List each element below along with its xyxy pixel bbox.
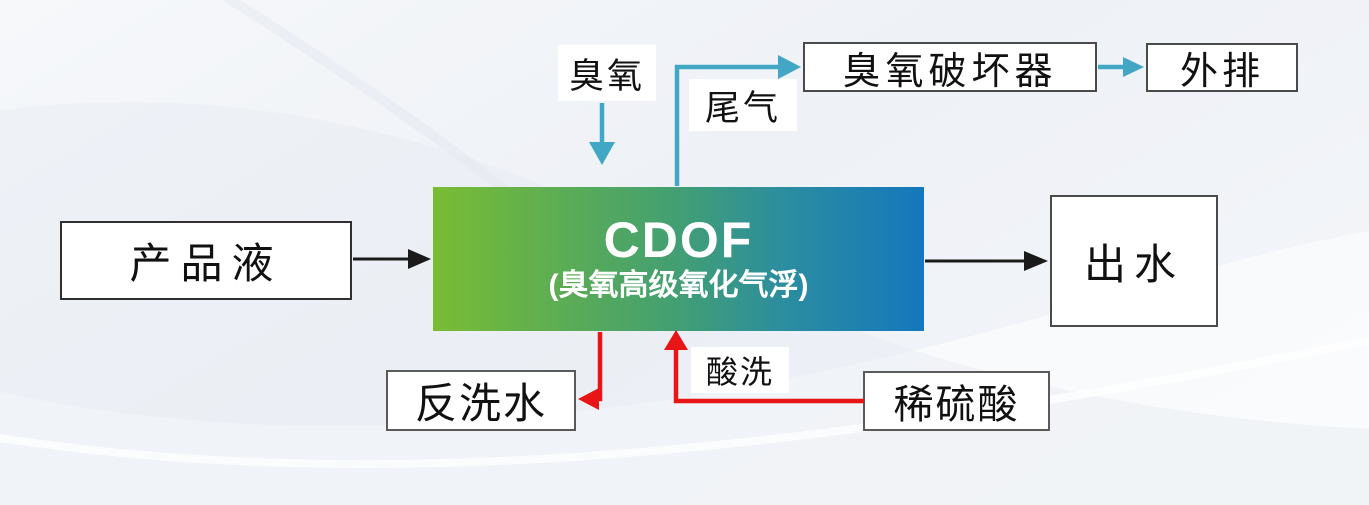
background-wave-shape: [0, 231, 1369, 505]
node-dilute-sulfuric-acid-label: 稀硫酸: [893, 382, 1020, 427]
node-ozone-destructor[interactable]: 臭氧破坏器: [803, 42, 1097, 93]
node-product-liquid-label: 产品液: [129, 242, 283, 288]
node-dilute-sulfuric-acid[interactable]: 稀硫酸: [863, 371, 1050, 431]
flow-label-tail-gas-text: 尾气: [704, 88, 781, 128]
flow-label-ozone: 臭氧: [558, 45, 656, 101]
background-wave-line: [0, 336, 1369, 469]
node-effluent-label: 出水: [1083, 242, 1184, 289]
node-discharge[interactable]: 外排: [1146, 43, 1298, 93]
node-backwash-water[interactable]: 反洗水: [386, 370, 576, 431]
flow-label-acid-wash-text: 酸洗: [705, 354, 774, 390]
cdof-subtitle: (臭氧高级氧化气浮): [548, 268, 809, 302]
node-backwash-water-label: 反洗水: [414, 382, 547, 428]
flow-label-ozone-text: 臭氧: [568, 56, 645, 96]
cdof-title: CDOF: [603, 212, 754, 268]
node-discharge-label: 外排: [1179, 51, 1264, 93]
flow-label-acid-wash: 酸洗: [691, 347, 789, 393]
node-ozone-destructor-label: 臭氧破坏器: [842, 50, 1058, 93]
node-effluent[interactable]: 出水: [1050, 195, 1218, 327]
flow-label-tail-gas: 尾气: [689, 79, 797, 131]
node-cdof[interactable]: CDOF (臭氧高级氧化气浮): [433, 187, 924, 331]
node-product-liquid[interactable]: 产品液: [60, 221, 352, 300]
